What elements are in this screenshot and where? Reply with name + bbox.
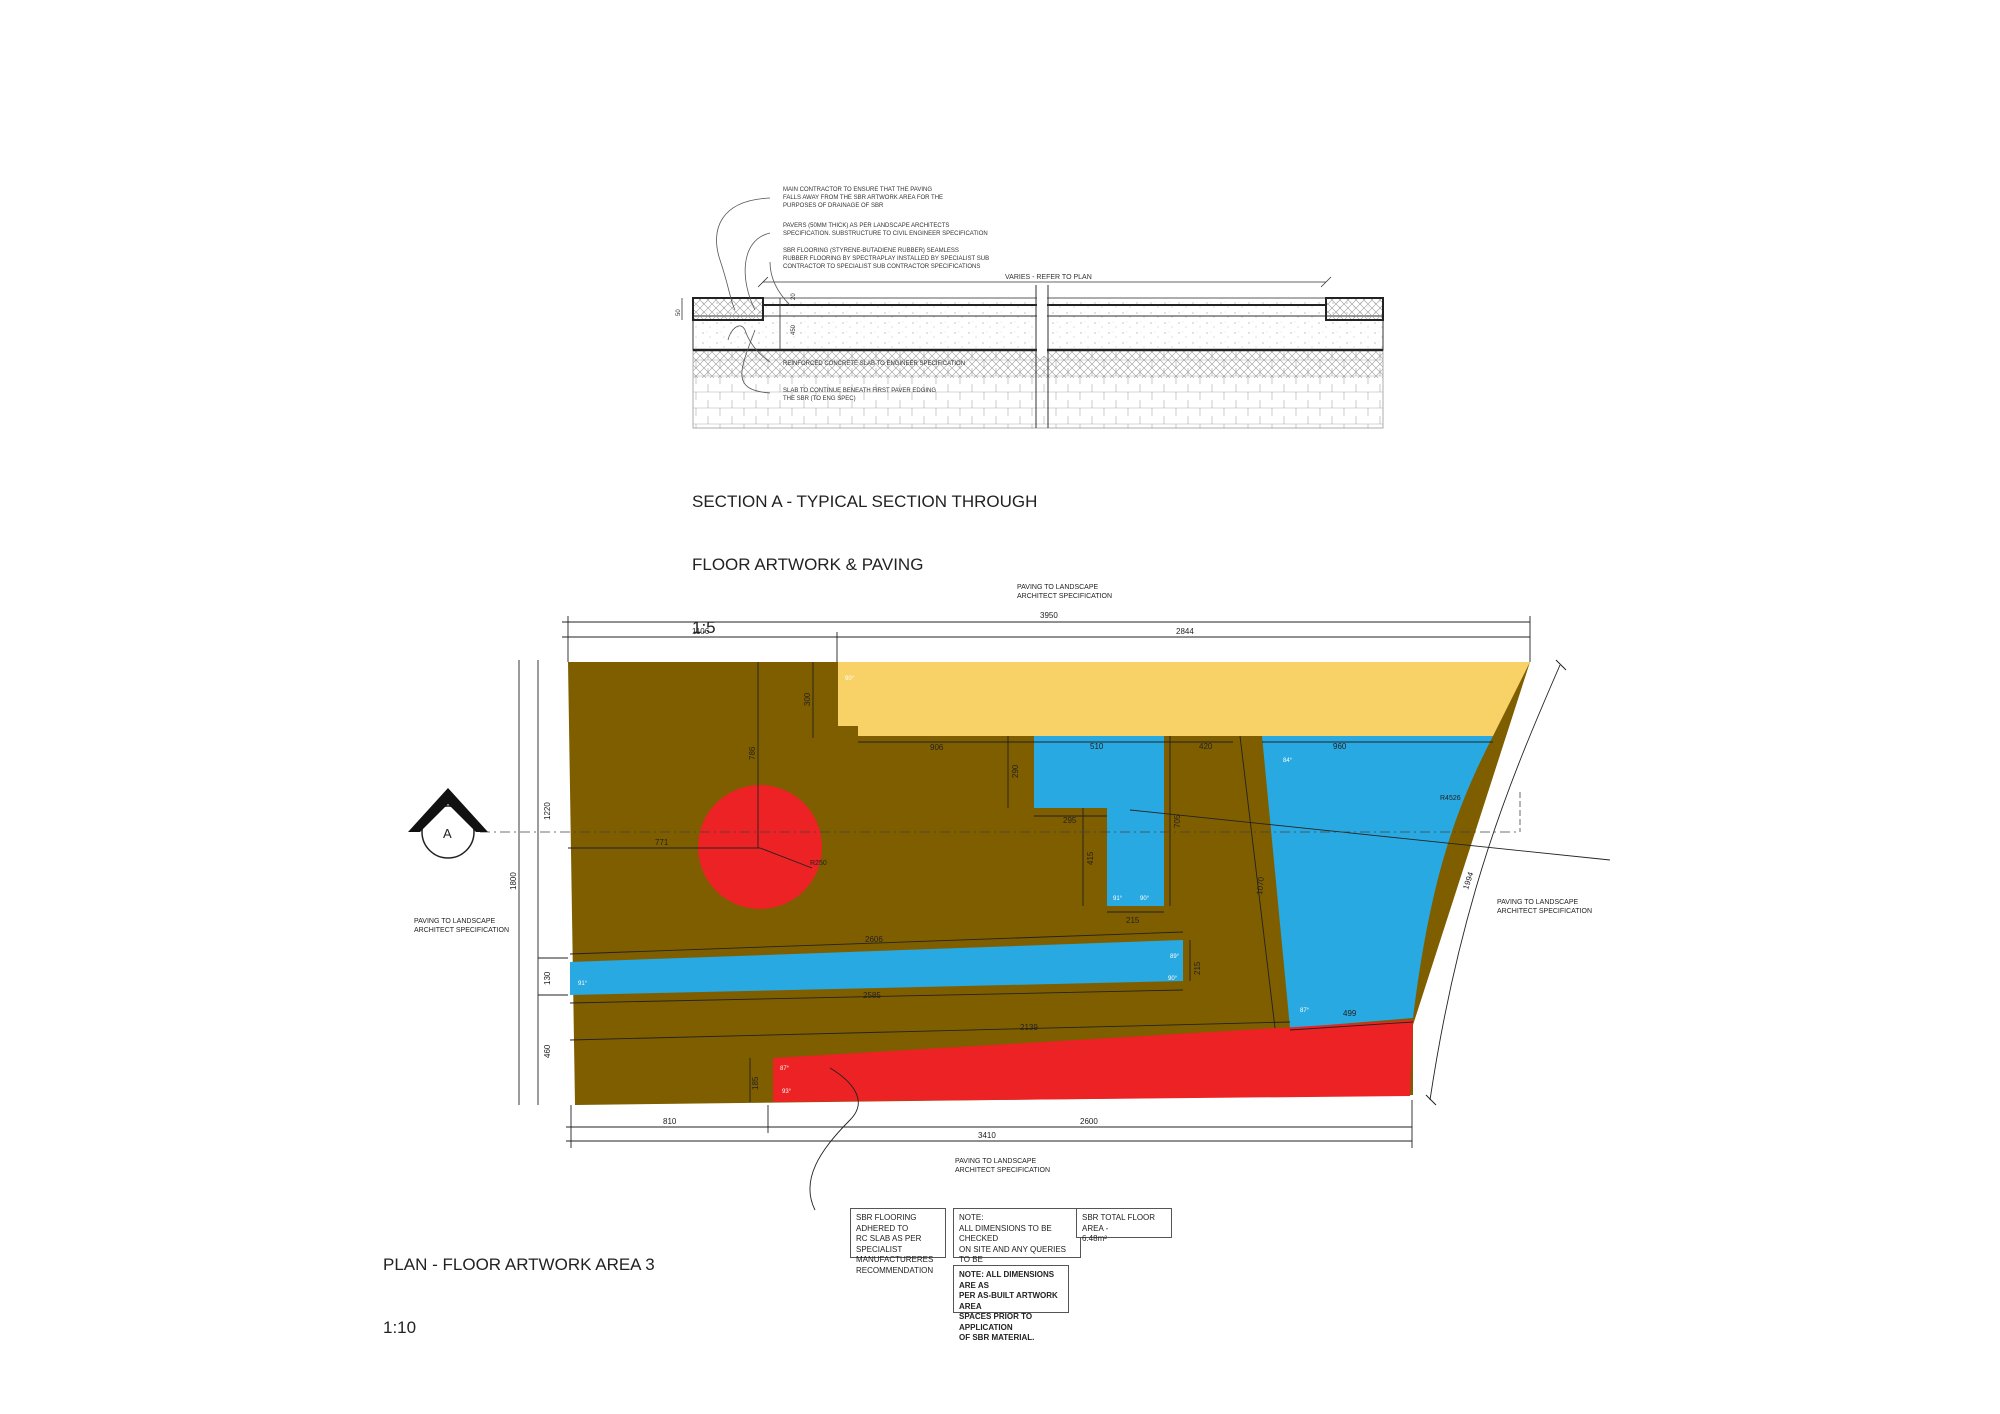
- dim-top-right: 2844: [1176, 627, 1194, 636]
- angle-label: 90°: [1140, 896, 1150, 902]
- red-circle-zone: [698, 785, 822, 909]
- plan-drawing: [408, 616, 1611, 1148]
- plan-labels: A PAVING TO LANDSCAPE ARCHITECT SPECIFIC…: [414, 584, 1592, 1174]
- section-note-line: PURPOSES OF DRAINAGE OF SBR: [783, 203, 884, 209]
- dim-510: 510: [1090, 742, 1104, 751]
- red-bottom-zone: [773, 1020, 1413, 1102]
- angle-label: 89°: [1170, 954, 1180, 960]
- dim-786: 786: [748, 746, 757, 760]
- angle-label: 84°: [1283, 758, 1293, 764]
- dim-771: 771: [655, 838, 669, 847]
- slab-note: REINFORCED CONCRETE SLAB TO ENGINEER SPE…: [783, 361, 965, 367]
- section-note-line: RUBBER FLOORING BY SPECTRAPLAY INSTALLED…: [783, 256, 989, 262]
- total-area-note: SBR TOTAL FLOOR AREA - 6.48m²: [1076, 1208, 1172, 1243]
- paving-label-right: ARCHITECT SPECIFICATION: [1497, 908, 1592, 915]
- paving-label-right: PAVING TO LANDSCAPE: [1497, 899, 1579, 906]
- section-a-drawing: [681, 197, 1384, 429]
- paving-label-bottom: PAVING TO LANDSCAPE: [955, 1158, 1037, 1165]
- dim-415: 415: [1086, 851, 1095, 865]
- dim-906: 906: [930, 743, 944, 752]
- section-title: SECTION A - TYPICAL SECTION THROUGH FLOO…: [692, 449, 1037, 659]
- angle-label: 91°: [578, 981, 588, 987]
- blue-l-zone: [1034, 736, 1164, 906]
- sbr-leader: [809, 1067, 859, 1211]
- section-note-line: PAVERS (50MM THICK) AS PER LANDSCAPE ARC…: [783, 223, 949, 229]
- angle-label: 90°: [845, 676, 855, 682]
- sbr-flooring-note: SBR FLOORING ADHERED TO RC SLAB AS PER S…: [850, 1208, 946, 1275]
- dim-300: 300: [803, 692, 812, 706]
- yellow-zone: [838, 662, 1530, 736]
- angle-label: 87°: [780, 1066, 790, 1072]
- dim-2585: 2585: [863, 991, 881, 1000]
- dim-top-left: 1106: [692, 627, 710, 636]
- plan-dimension-lines: [568, 662, 1611, 1102]
- blue-strip-zone: [570, 940, 1183, 995]
- angle-label: 93°: [782, 1089, 792, 1095]
- dim-top-total: 3950: [1040, 611, 1058, 620]
- section-notes: MAIN CONTRACTOR TO ENSURE THAT THE PAVIN…: [676, 187, 1092, 402]
- dim-499: 499: [1343, 1009, 1357, 1018]
- dim-50-label: 50: [676, 309, 682, 316]
- dim-215a: 215: [1126, 916, 1140, 925]
- section-title-line: SECTION A - TYPICAL SECTION THROUGH: [692, 492, 1038, 511]
- dim-420: 420: [1199, 742, 1213, 751]
- blue-right-zone: [1262, 736, 1493, 1028]
- angle-label: 87°: [1300, 1008, 1310, 1014]
- dim-r250: R250: [810, 860, 827, 867]
- dim-bottom-right: 2600: [1080, 1117, 1098, 1126]
- plan-outer-dims: [518, 616, 1567, 1148]
- section-note-line: MAIN CONTRACTOR TO ENSURE THAT THE PAVIN…: [783, 187, 932, 193]
- varies-label: VARIES - REFER TO PLAN: [1005, 274, 1092, 281]
- plan-title: PLAN - FLOOR ARTWORK AREA 3 1:10: [383, 1212, 655, 1359]
- section-marker-label: A: [443, 826, 452, 841]
- asbuilt-note: NOTE: ALL DIMENSIONS ARE AS PER AS-BUILT…: [953, 1265, 1069, 1342]
- angle-label: 91°: [1113, 896, 1123, 902]
- section-scale: 1:5: [692, 618, 716, 637]
- paving-label-top: ARCHITECT SPECIFICATION: [1017, 593, 1112, 600]
- dim-705: 705: [1173, 814, 1182, 828]
- slab-note-line: SLAB TO CONTINUE BENEATH FIRST PAVER EDG…: [783, 388, 936, 394]
- slab-note-line: THE SBR (TO ENG SPEC): [783, 396, 856, 402]
- section-note-line: CONTRACTOR TO SPECIALIST SUB CONTRACTOR …: [783, 264, 980, 270]
- section-note-line: SPECIFICATION. SUBSTRUCTURE TO CIVIL ENG…: [783, 231, 988, 237]
- dim-290: 290: [1011, 764, 1020, 778]
- paving-label-left: ARCHITECT SPECIFICATION: [414, 927, 509, 934]
- paving-label-bottom: ARCHITECT SPECIFICATION: [955, 1167, 1050, 1174]
- dim-bottom-left: 810: [663, 1117, 677, 1126]
- section-title-line: FLOOR ARTWORK & PAVING: [692, 555, 924, 574]
- paving-label-left: PAVING TO LANDSCAPE: [414, 918, 496, 925]
- dim-20-label: 20: [791, 293, 797, 300]
- dim-left-1220: 1220: [543, 802, 552, 820]
- section-marker: [408, 788, 488, 859]
- dimension-check-note: NOTE: ALL DIMENSIONS TO BE CHECKED ON SI…: [953, 1208, 1081, 1285]
- section-note-line: FALLS AWAY FROM THE SBR ARTWORK AREA FOR…: [783, 195, 943, 201]
- dim-2139: 2139: [1020, 1023, 1038, 1032]
- dim-r4526: R4526: [1440, 795, 1461, 802]
- paving-label-top: PAVING TO LANDSCAPE: [1017, 584, 1099, 591]
- dim-2606: 2606: [865, 935, 883, 944]
- dim-450-label: 450: [791, 324, 797, 335]
- dim-left-130: 130: [543, 971, 552, 985]
- section-note-line: SBR FLOORING (STYRENE-BUTADIENE RUBBER) …: [783, 248, 959, 254]
- plan-scale: 1:10: [383, 1318, 417, 1337]
- angle-label: 90°: [1168, 976, 1178, 982]
- dim-185: 185: [751, 1076, 760, 1090]
- dim-960: 960: [1333, 742, 1347, 751]
- dim-1070: 1070: [1255, 876, 1266, 895]
- plan-title-line: PLAN - FLOOR ARTWORK AREA 3: [383, 1255, 655, 1274]
- dim-bottom-total: 3410: [978, 1131, 996, 1140]
- dim-295: 295: [1063, 816, 1077, 825]
- dim-1994: 1994: [1461, 870, 1475, 890]
- dim-left-total: 1800: [509, 872, 518, 890]
- dim-left-460: 460: [543, 1044, 552, 1058]
- dim-215b: 215: [1193, 961, 1202, 975]
